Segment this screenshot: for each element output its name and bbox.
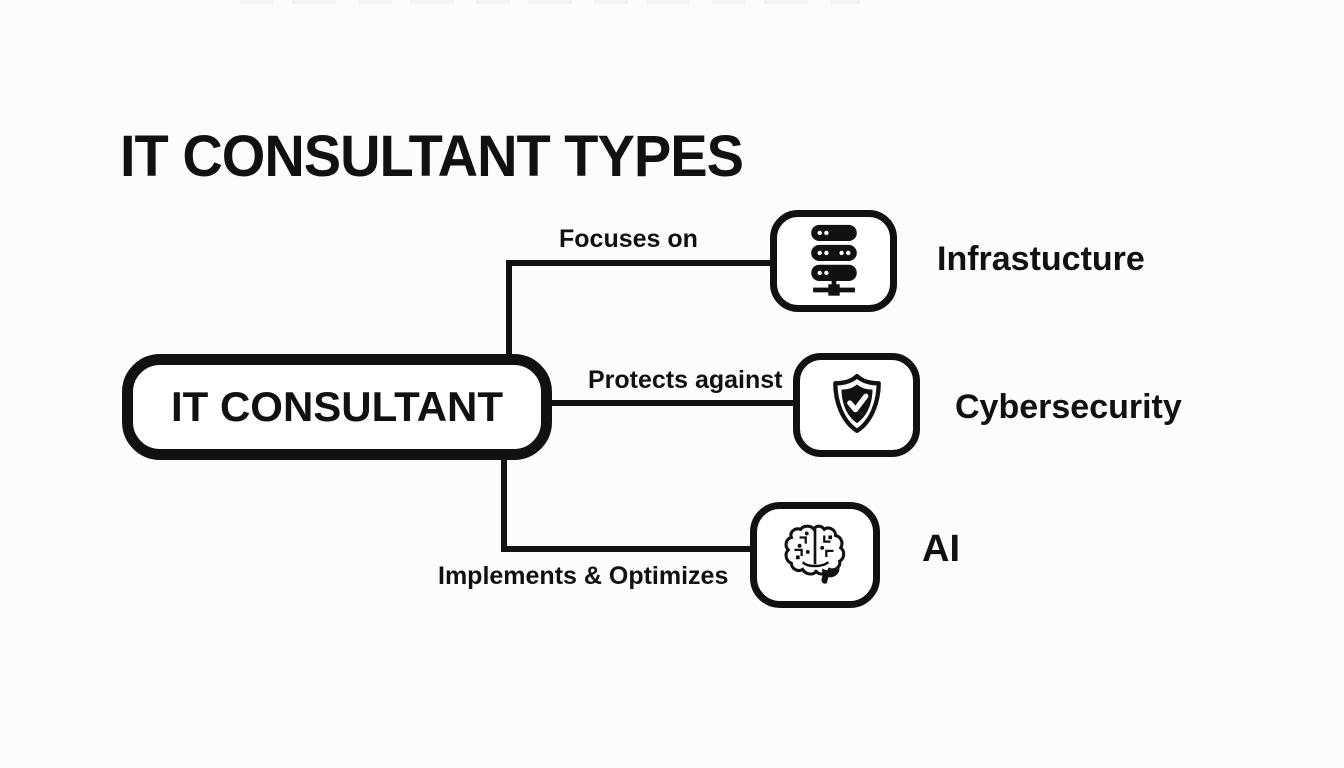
type-label-infrastructure: Infrastucture [937, 240, 1145, 278]
type-label-ai: AI [922, 528, 960, 570]
connector-ai-horizontal [501, 546, 754, 552]
connector-cybersecurity-horizontal [548, 400, 797, 406]
relation-label-implements-optimizes: Implements & Optimizes [438, 562, 729, 590]
shield-check-icon [826, 372, 888, 438]
node-cybersecurity [793, 353, 920, 457]
root-node-label: IT CONSULTANT [170, 383, 504, 430]
connector-infrastructure-vertical [506, 260, 512, 356]
relation-label-protects-against: Protects against [588, 366, 783, 394]
root-node-it-consultant: IT CONSULTANT [122, 354, 552, 460]
node-infrastructure [770, 210, 897, 312]
connector-ai-vertical [501, 456, 507, 552]
brain-circuit-icon [779, 523, 851, 587]
connector-infrastructure-horizontal [506, 260, 773, 266]
page-title: IT CONSULTANT TYPES [120, 122, 744, 189]
server-rack-icon [803, 223, 865, 299]
node-ai [750, 502, 880, 608]
type-label-cybersecurity: Cybersecurity [955, 388, 1182, 426]
top-crop-artifact [240, 0, 860, 4]
relation-label-focuses-on: Focuses on [559, 225, 698, 253]
